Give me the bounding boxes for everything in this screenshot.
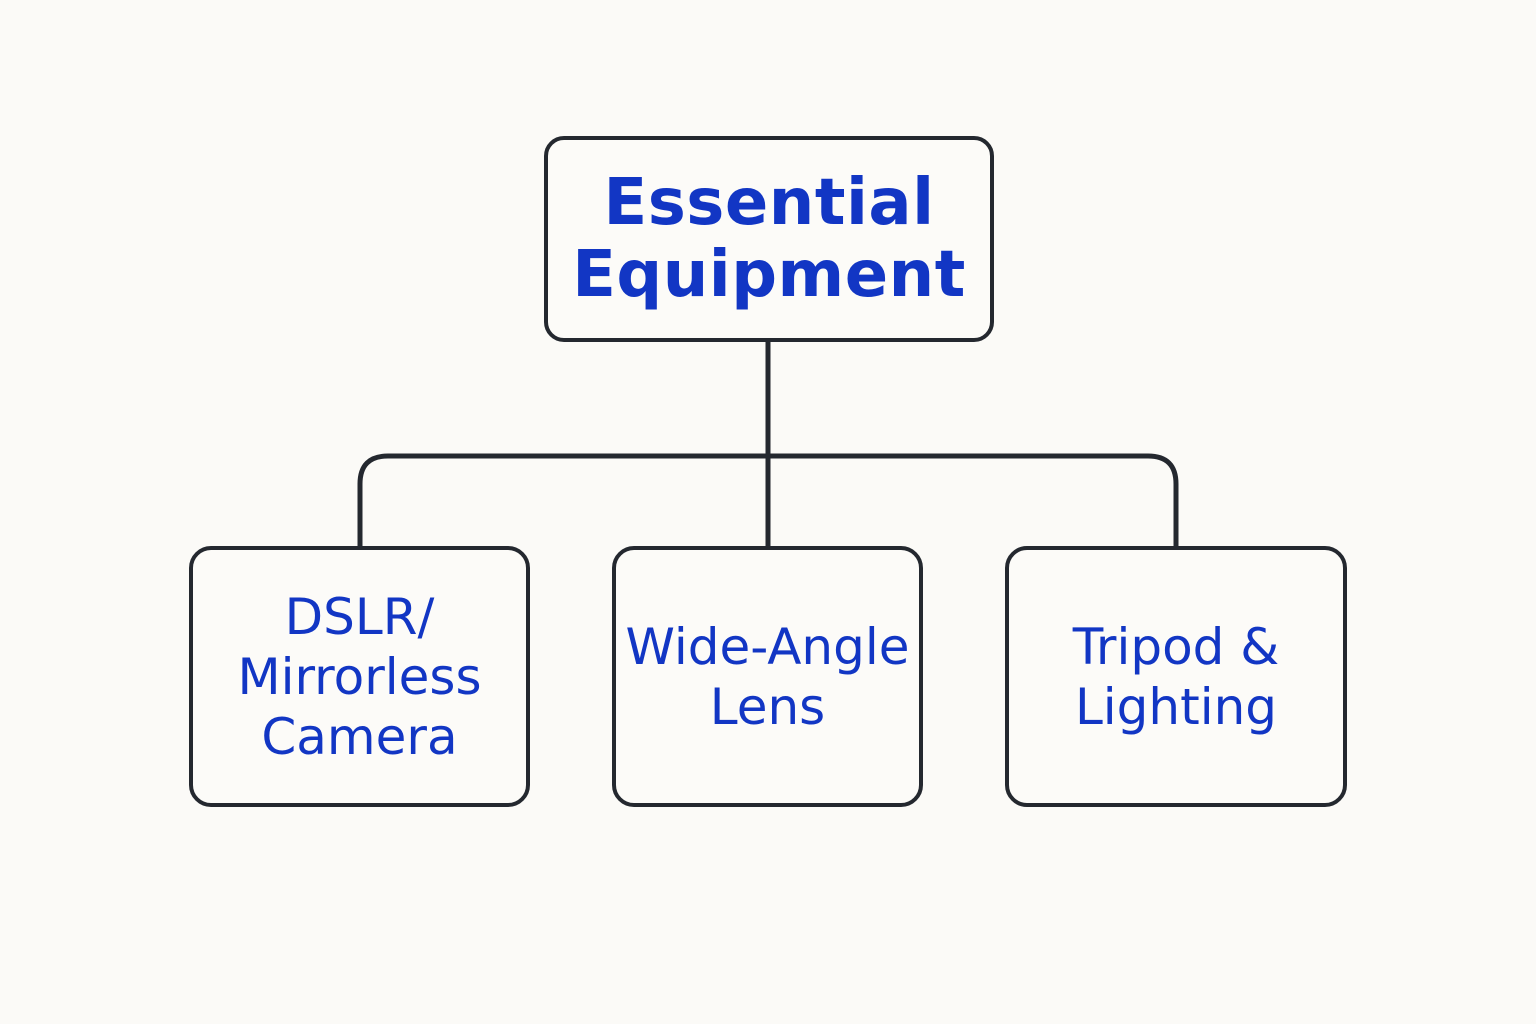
child-node-label: DSLR/ Mirrorless Camera [237,587,482,766]
child-node-label: Wide-Angle Lens [625,617,910,736]
child-node-camera: DSLR/ Mirrorless Camera [189,546,530,807]
branch-connector-line [357,453,1179,546]
root-node-label: Essential Equipment [572,166,966,312]
child-node-tripod-lighting: Tripod & Lighting [1005,546,1347,807]
root-node-essential-equipment: Essential Equipment [544,136,994,342]
child-node-label: Tripod & Lighting [1072,617,1280,736]
child-node-lens: Wide-Angle Lens [612,546,923,807]
